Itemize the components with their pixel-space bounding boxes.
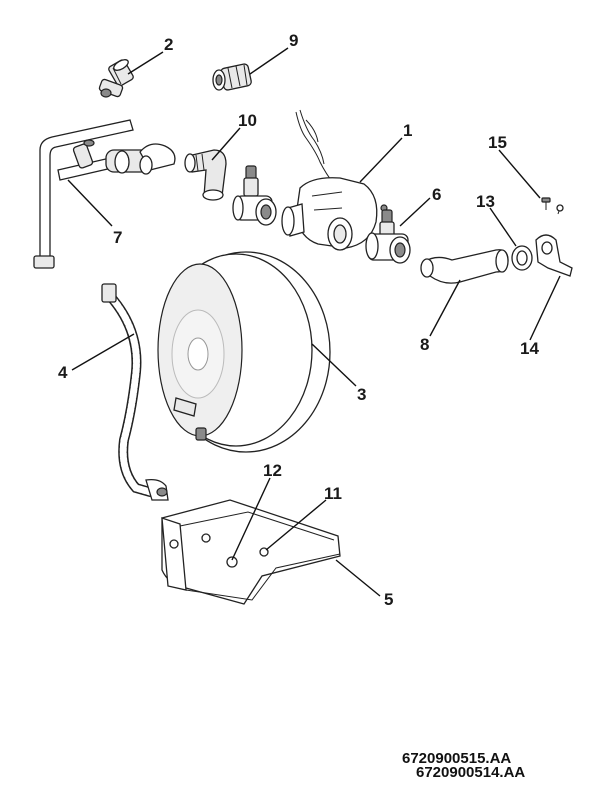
part-4-flexible-hose bbox=[101, 283, 169, 501]
callout-11: 11 bbox=[324, 484, 342, 503]
part-14-bracket bbox=[535, 234, 573, 277]
leader-lines bbox=[67, 47, 561, 597]
part-1-pump bbox=[281, 109, 388, 251]
document-id-front: 6720900514.AA bbox=[416, 763, 526, 781]
part-5-mounting-tray bbox=[161, 499, 341, 605]
callout-4: 4 bbox=[58, 363, 68, 382]
callout-7: 7 bbox=[113, 228, 122, 247]
callout-10: 10 bbox=[238, 111, 257, 130]
part-7-pipe-assembly bbox=[33, 119, 176, 269]
callout-2: 2 bbox=[164, 35, 173, 54]
callout-5: 5 bbox=[384, 590, 393, 609]
callout-8: 8 bbox=[420, 335, 429, 354]
part-6-isolating-valve bbox=[365, 209, 411, 264]
callout-labels: 2 9 10 1 15 6 13 7 8 14 3 4 12 11 5 bbox=[58, 31, 539, 609]
part-2-angle-valve bbox=[98, 59, 134, 98]
callout-14: 14 bbox=[520, 339, 539, 358]
document-id-back: 6720900515.AA bbox=[402, 750, 512, 767]
part-10-elbow bbox=[184, 149, 227, 201]
part-13-sealing-ring bbox=[511, 245, 533, 271]
callout-6: 6 bbox=[432, 185, 441, 204]
part-8-connecting-pipe bbox=[420, 249, 509, 284]
callout-15: 15 bbox=[488, 133, 507, 152]
callout-13: 13 bbox=[476, 192, 495, 211]
part-9-valve-fitting bbox=[212, 63, 252, 91]
callout-1: 1 bbox=[403, 121, 412, 140]
isolating-valve-left bbox=[232, 165, 277, 226]
callout-3: 3 bbox=[357, 385, 366, 404]
callout-12: 12 bbox=[263, 461, 282, 480]
callout-9: 9 bbox=[289, 31, 298, 50]
part-15-screws bbox=[541, 197, 564, 215]
part-3-expansion-vessel bbox=[157, 251, 331, 453]
